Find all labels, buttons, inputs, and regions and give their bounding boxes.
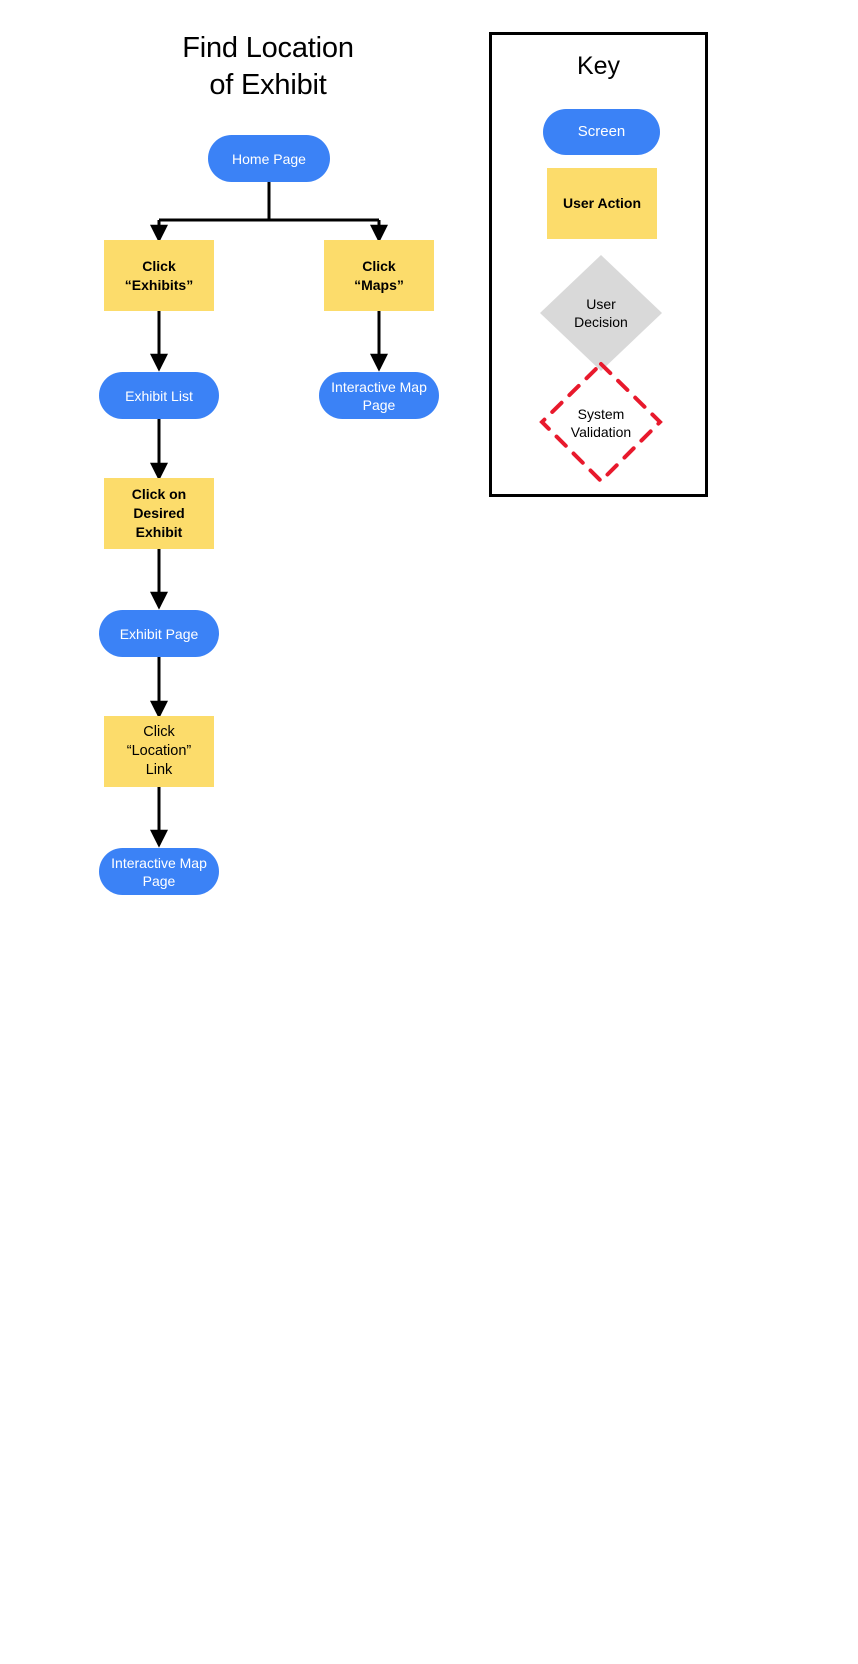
key-item-label: System Validation: [570, 405, 632, 440]
flow-node-exhibit-page[interactable]: Exhibit Page: [99, 610, 219, 657]
flow-node-label: Click “Maps”: [354, 257, 404, 293]
decision-diamond-shape: [540, 255, 662, 371]
flow-node-label: Exhibit Page: [119, 625, 199, 642]
flow-node-label: Interactive Map Page: [331, 378, 427, 413]
key-title: Key: [576, 52, 621, 80]
flow-node-click-location-link[interactable]: Click “Location” Link: [104, 716, 214, 787]
flow-node-label: Exhibit List: [125, 387, 193, 404]
flow-node-label: Home Page: [232, 150, 306, 167]
key-item-label: User Decision: [574, 296, 628, 330]
key-item-screen: Screen: [543, 109, 660, 155]
flow-node-home-page[interactable]: Home Page: [208, 135, 330, 182]
key-item-label: User Action: [562, 195, 642, 211]
key-item-user-decision: User Decision: [538, 253, 664, 373]
flow-node-click-desired-exhibit[interactable]: Click on Desired Exhibit: [104, 478, 214, 549]
key-item-system-validation: System Validation: [538, 360, 664, 485]
flow-node-label: Click on Desired Exhibit: [131, 486, 187, 540]
key-item-label: Screen: [577, 123, 626, 140]
flow-node-label: Click “Exhibits”: [124, 257, 194, 293]
validation-diamond-shape: [539, 361, 663, 484]
flow-node-click-exhibits[interactable]: Click “Exhibits”: [104, 240, 214, 311]
flow-node-interactive-map-page-right[interactable]: Interactive Map Page: [319, 372, 439, 419]
key-panel: Key Screen User Action User Decision Sys…: [489, 32, 708, 497]
flow-node-click-maps[interactable]: Click “Maps”: [324, 240, 434, 311]
page-title: Find Location of Exhibit: [182, 32, 354, 101]
flow-node-label: Interactive Map Page: [111, 854, 207, 889]
flow-node-label: Click “Location” Link: [126, 724, 192, 778]
key-item-user-action: User Action: [547, 168, 657, 239]
flow-node-interactive-map-page-left[interactable]: Interactive Map Page: [99, 848, 219, 895]
flow-node-exhibit-list[interactable]: Exhibit List: [99, 372, 219, 419]
